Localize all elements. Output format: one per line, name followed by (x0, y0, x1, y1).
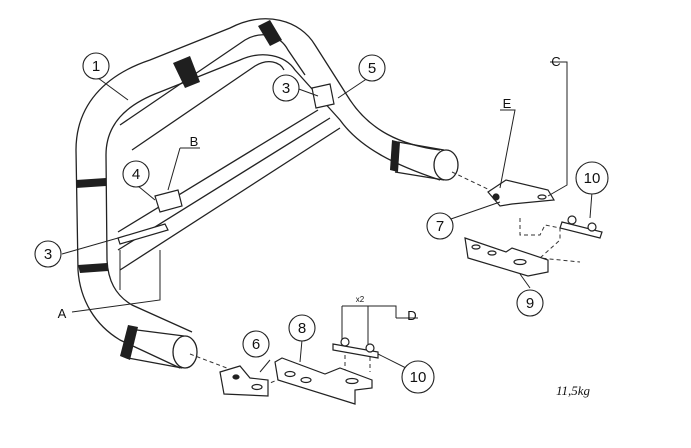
part-8-plate (274, 357, 373, 405)
callout-9: 9 (526, 295, 534, 312)
part-7-plate (487, 179, 556, 207)
callout-7: 7 (436, 218, 444, 235)
letter-labels: A B C D E (58, 54, 561, 323)
callout-10-lower: 10 (410, 369, 427, 386)
callout-circles (34, 52, 609, 394)
label-B: B (190, 134, 199, 149)
part-6-plate (219, 365, 269, 397)
label-D: D (407, 308, 416, 323)
tube-band-marks (76, 20, 400, 360)
weight-label: 11,5kg (556, 383, 591, 398)
tube-brackets (117, 83, 335, 245)
part-10-bolts-upper (559, 215, 603, 239)
callout-6: 6 (252, 336, 260, 353)
label-E: E (503, 96, 512, 111)
callout-10-upper: 10 (584, 170, 601, 187)
part-10-bolts-lower (332, 337, 379, 359)
assembly-dash-lines (189, 171, 581, 389)
callout-numbers: 1 3 4 3 5 6 8 10 7 9 10 (44, 58, 601, 386)
bull-bar-tube (75, 18, 459, 369)
part-9-plate (464, 237, 549, 277)
leader-lines (61, 61, 593, 373)
callout-3-left: 3 (44, 246, 52, 263)
label-C: C (551, 54, 560, 69)
callout-1: 1 (92, 58, 100, 75)
callout-8: 8 (298, 320, 306, 337)
label-A: A (58, 306, 67, 321)
callout-5: 5 (368, 60, 376, 77)
quantity-label: x2 (356, 295, 365, 304)
callout-3-top: 3 (282, 80, 290, 97)
callout-4: 4 (132, 166, 140, 183)
